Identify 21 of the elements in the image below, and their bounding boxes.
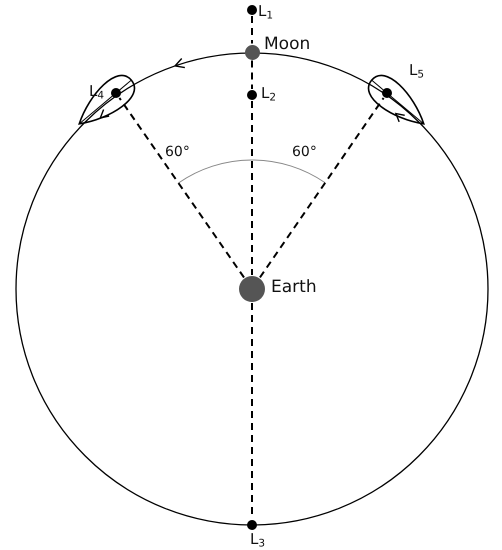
point-dot xyxy=(247,520,257,530)
point-label: L$_{3}$ xyxy=(250,532,266,550)
point-label: Moon xyxy=(264,36,310,53)
planet-circle xyxy=(244,44,260,60)
point-label: L$_{5}$ xyxy=(409,63,424,80)
point-label: L$_{1}$ xyxy=(258,4,274,22)
dashed-line xyxy=(118,97,245,278)
point-label: L$_{4}$ xyxy=(88,84,104,102)
dashed-line xyxy=(251,60,253,89)
angle-label: 60° xyxy=(165,145,190,159)
angle-label: 60° xyxy=(292,145,317,159)
point-dot xyxy=(247,90,257,100)
planet-circle xyxy=(239,276,265,302)
point-dot xyxy=(111,88,121,98)
dashed-line xyxy=(259,97,384,278)
point-dot xyxy=(247,5,257,15)
dashed-line xyxy=(251,101,253,275)
dashed-line xyxy=(251,16,253,44)
point-label: L$_{2}$ xyxy=(261,86,276,104)
point-label: Earth xyxy=(271,279,317,296)
point-dot xyxy=(382,88,392,98)
